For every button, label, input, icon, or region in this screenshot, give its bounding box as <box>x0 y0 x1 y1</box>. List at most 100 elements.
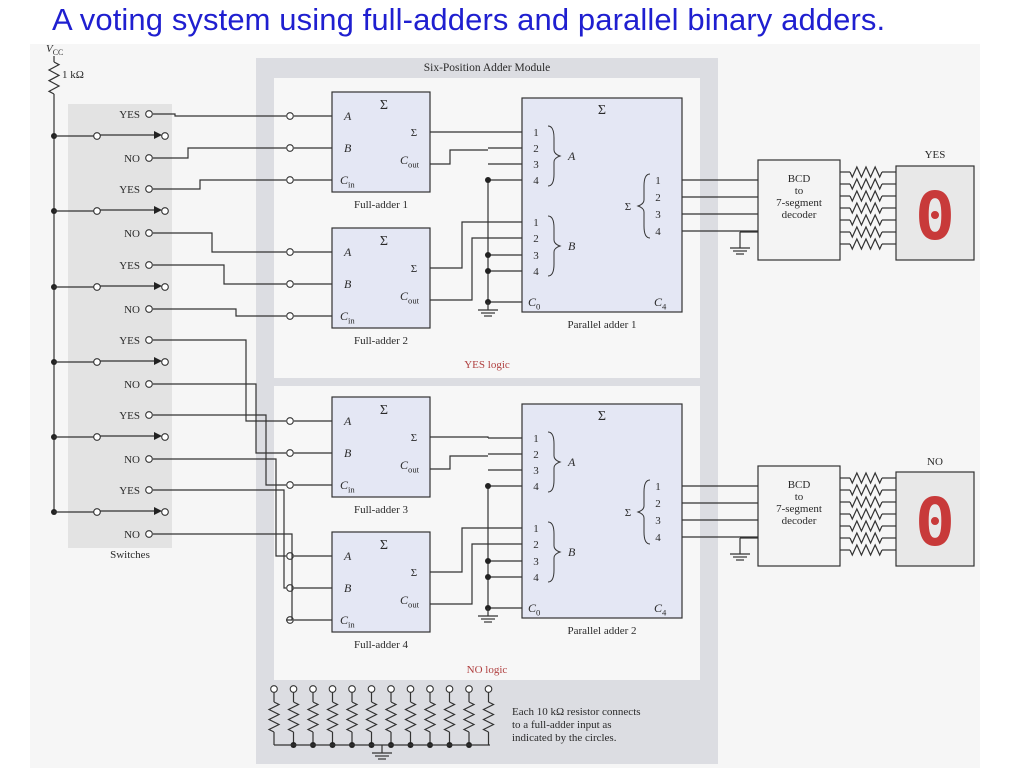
parallel-adder-1-out-pin-1: 1 <box>655 175 661 187</box>
parallel-adder-1-a-pin-3: 3 <box>533 159 539 171</box>
no-decoder-block <box>757 465 841 567</box>
resistor <box>849 507 883 521</box>
parallel-adder-2-symbol: Σ <box>598 409 606 424</box>
switch-2-yes-contact <box>145 185 153 193</box>
full-adder-1-block <box>331 91 431 193</box>
switch-1-no-contact <box>145 154 153 162</box>
parallel-adder-2-a-pin-3: 3 <box>533 465 539 477</box>
resistor <box>423 701 437 733</box>
parallel-adder-2-b-pin-3: 3 <box>533 556 539 568</box>
fa-cout-wire <box>430 237 488 301</box>
parallel-adder-1-out-pin-2: 2 <box>655 192 661 204</box>
switch-5-pole <box>93 433 101 441</box>
footnote-line-3: indicated by the circles. <box>512 732 617 744</box>
module-title: Six-Position Adder Module <box>424 62 551 74</box>
parallel-adder-2-a-pin-1: 1 <box>533 433 539 445</box>
switch-5-no-contact <box>145 455 153 463</box>
switch-to-adder-wire <box>153 179 286 190</box>
full-adder-3-caption: Full-adder 3 <box>354 504 409 516</box>
switch-3-pole <box>93 283 101 291</box>
adder-input-terminal <box>286 481 294 489</box>
full-adder-3-pin-b: B <box>344 446 352 460</box>
parallel-adder-1-out-sigma: Σ <box>625 201 631 213</box>
switch-to-adder-wire <box>153 113 286 117</box>
network-terminal <box>367 685 376 693</box>
full-adder-1-symbol: Σ <box>380 98 388 113</box>
switch-6-arrow <box>154 507 162 515</box>
fa-cout-wire <box>430 455 488 470</box>
parallel-adder-1-block <box>521 97 683 313</box>
adder-input-terminal <box>286 449 294 457</box>
parallel-adder-1-a-pin-2: 2 <box>533 143 539 155</box>
network-terminal <box>289 685 298 693</box>
adder-input-terminal <box>286 280 294 288</box>
switch-to-adder-wire <box>153 458 286 557</box>
resistor <box>849 519 883 533</box>
switch-4-no-contact <box>145 380 153 388</box>
yes-display-housing <box>895 165 975 261</box>
footnote-line-2: to a full-adder input as <box>512 719 612 731</box>
full-adder-2-pin-b: B <box>344 277 352 291</box>
parallel-adder-2-a-pin-2: 2 <box>533 449 539 461</box>
parallel-adder-2-a-pin-4: 4 <box>533 481 539 493</box>
switch-to-adder-wire <box>153 308 286 317</box>
full-adder-2-pin-cin: Cin <box>340 309 355 325</box>
resistor <box>849 483 883 497</box>
resistor <box>365 701 378 733</box>
switch-1-yes-label: YES <box>119 109 140 121</box>
parallel-adder-1-a-brace <box>547 125 562 187</box>
switch-4-mid-contact <box>161 358 169 366</box>
full-adder-2-caption: Full-adder 2 <box>354 335 408 347</box>
resistor <box>345 701 359 733</box>
switch-6-yes-label: YES <box>119 485 140 497</box>
parallel-adder-2-caption: Parallel adder 2 <box>567 625 636 637</box>
network-terminal <box>426 685 434 693</box>
yes-decoder-line2: to <box>795 185 804 197</box>
slide-title: A voting system using full-adders and pa… <box>52 2 886 37</box>
full-adder-4-pin-sum: Σ <box>411 567 417 579</box>
resistor <box>849 177 883 191</box>
fa-cout-wire <box>430 149 488 165</box>
resistor <box>404 701 417 733</box>
parallel-adder-2-out-pin-4: 4 <box>655 532 661 544</box>
switch-to-adder-wire <box>153 414 286 486</box>
no-display-housing <box>895 471 975 567</box>
junction-dot <box>485 177 491 183</box>
no-display-digit: 0 <box>915 484 955 561</box>
parallel-adder-2-out-pin-1: 1 <box>655 481 661 493</box>
switch-3-no-label: NO <box>124 304 140 316</box>
switch-4-arrow <box>154 357 162 365</box>
fa-cout-wire <box>430 543 488 605</box>
adder-input-terminal <box>286 417 294 425</box>
adder-input-terminal <box>286 112 294 120</box>
no-logic-label: NO logic <box>467 664 508 676</box>
switch-4-yes-label: YES <box>119 335 140 347</box>
full-adder-3-pin-cout: Cout <box>400 458 420 474</box>
parallel-adder-1-b-label: B <box>568 239 576 253</box>
network-terminal <box>309 685 317 693</box>
resistor <box>849 237 883 251</box>
parallel-adder-2-b-label: B <box>568 545 576 559</box>
full-adder-1-pin-b: B <box>344 141 352 155</box>
yes-decoder-block <box>757 159 841 261</box>
parallel-adder-1-c0: C0 <box>528 295 540 311</box>
adder-input-terminal <box>286 248 294 256</box>
no-decoder-line1: BCD <box>788 479 811 491</box>
parallel-adder-2-b-pin-1: 1 <box>533 523 539 535</box>
switch-panel <box>68 104 172 548</box>
full-adder-4-pin-b: B <box>344 581 352 595</box>
switch-4-no-label: NO <box>124 379 140 391</box>
switch-1-mid-contact <box>161 132 169 140</box>
parallel-adder-2-b-pin-2: 2 <box>533 539 539 551</box>
resistor <box>482 701 495 733</box>
switch-3-arrow <box>154 282 162 290</box>
full-adder-4-block <box>331 531 431 633</box>
switch-1-arrow <box>154 131 162 139</box>
switch-to-adder-wire <box>153 489 286 589</box>
resistor <box>849 543 883 557</box>
switch-1-no-label: NO <box>124 153 140 165</box>
pullup-resistor-label: 1 kΩ <box>62 69 84 81</box>
no-decoder-line2: to <box>795 491 804 503</box>
switch-1-pole <box>93 132 101 140</box>
